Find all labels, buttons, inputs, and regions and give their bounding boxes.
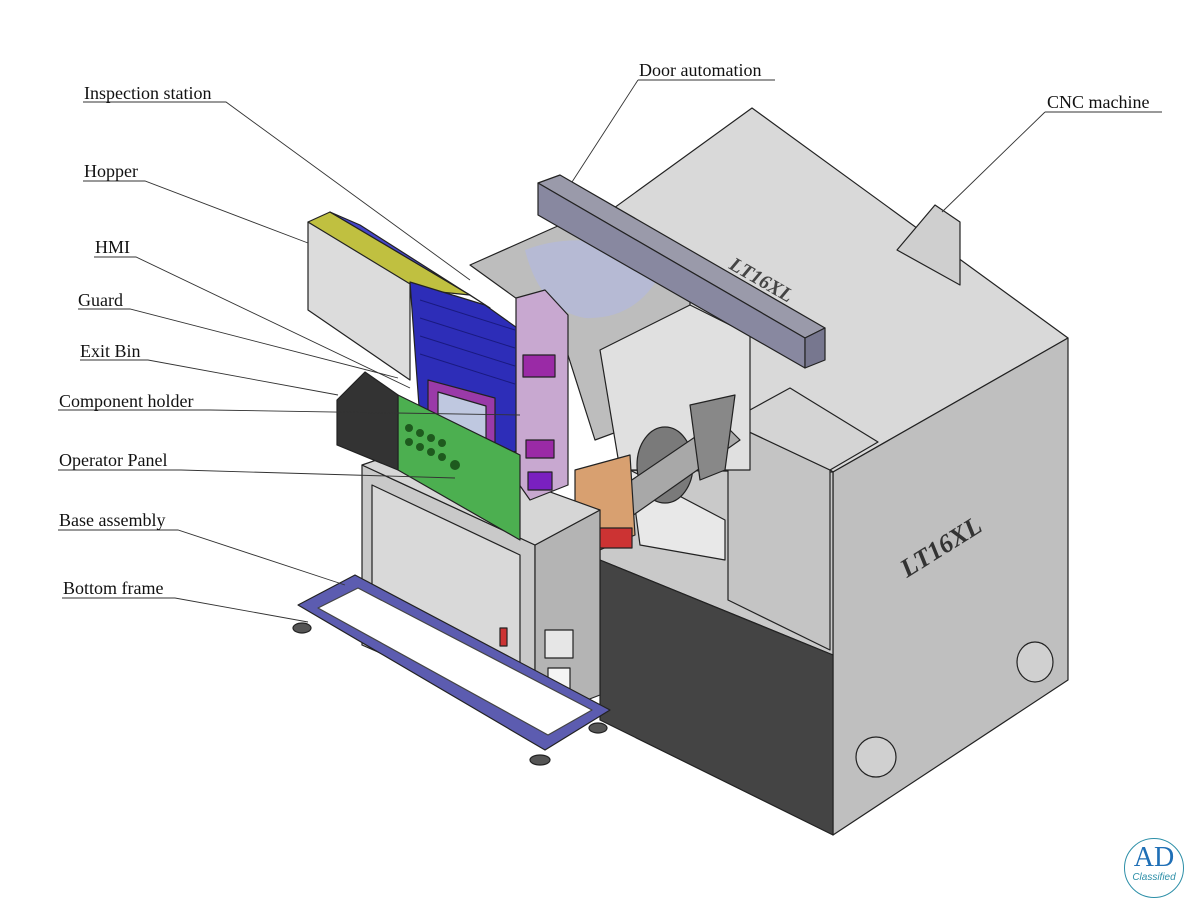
classified-logo: AD Classified xyxy=(1124,838,1184,898)
operator-panel-buttons xyxy=(405,424,460,470)
side-window xyxy=(544,629,574,659)
exit-bin xyxy=(336,371,399,471)
label-inspection-station: Inspection station xyxy=(84,83,212,103)
component-holder xyxy=(515,289,569,501)
holder-block-1 xyxy=(522,354,556,378)
foot-3 xyxy=(588,722,608,734)
label-cnc-machine: CNC machine xyxy=(1047,92,1150,112)
bottom-frame-inner xyxy=(317,587,593,736)
logo-caption: Classified xyxy=(1132,872,1176,883)
hopper-top xyxy=(329,211,491,309)
leader-door-automation xyxy=(571,79,775,183)
leader-operator-panel xyxy=(58,469,456,479)
foot-1 xyxy=(292,622,312,634)
label-door-automation: Door automation xyxy=(639,60,762,80)
hopper-grid xyxy=(419,299,516,385)
door-handle xyxy=(499,627,508,647)
robot-wrist xyxy=(689,394,736,481)
label-hopper: Hopper xyxy=(84,161,138,181)
door-rail-end xyxy=(804,327,826,369)
leader-inspection-station xyxy=(83,101,471,281)
label-bottom-frame: Bottom frame xyxy=(63,578,164,598)
logo-initials: AD xyxy=(1133,842,1175,873)
cnc-upper-right-box xyxy=(896,204,961,286)
leader-hopper xyxy=(83,180,309,244)
foot-2 xyxy=(529,754,551,766)
leader-cnc-machine xyxy=(941,111,1162,213)
leader-bottom-frame xyxy=(62,597,309,623)
label-exit-bin: Exit Bin xyxy=(80,341,141,361)
label-guard: Guard xyxy=(78,290,123,310)
label-base-assembly: Base assembly xyxy=(59,510,166,530)
cylinder-front xyxy=(855,736,897,778)
leader-base-assembly xyxy=(58,529,346,586)
label-component-holder: Component holder xyxy=(59,391,194,411)
label-hmi: HMI xyxy=(95,237,130,257)
label-operator-panel: Operator Panel xyxy=(59,450,168,470)
cnc-end-top xyxy=(727,387,879,471)
cylinder-right xyxy=(1016,641,1054,683)
leader-guard xyxy=(78,308,399,379)
leader-exit-bin xyxy=(80,359,339,396)
leader-hmi xyxy=(94,256,411,389)
leader-component-holder xyxy=(58,409,521,416)
holder-block-2 xyxy=(525,439,555,459)
holder-block-3 xyxy=(527,471,553,491)
